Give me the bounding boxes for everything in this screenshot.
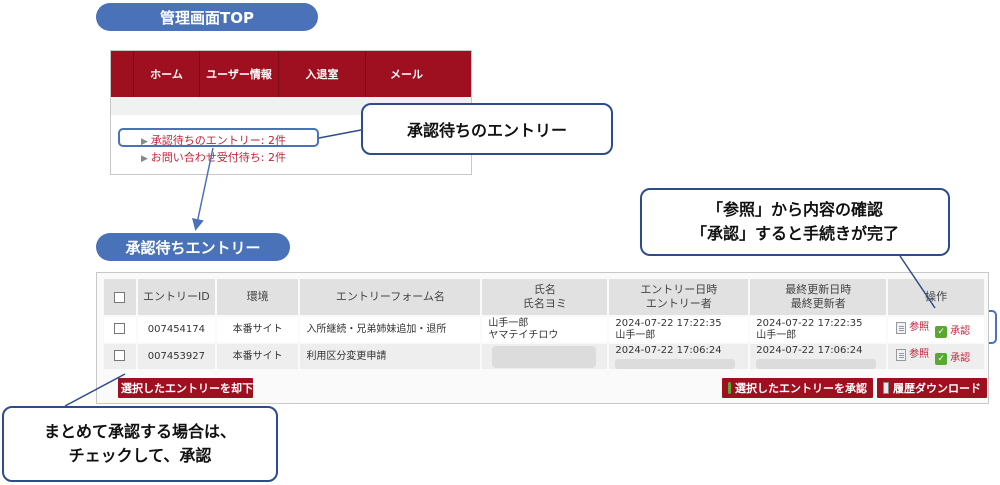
header-name-line2: 氏名ヨミ: [522, 297, 567, 310]
approve-label: 承認: [950, 352, 971, 364]
nav-mail[interactable]: メール: [390, 68, 423, 81]
redacted-updated-by: [756, 358, 877, 369]
callout-bulk-approve: まとめて承認する場合は、 チェックして、承認: [2, 406, 278, 482]
redacted-name: [492, 345, 597, 368]
cell-operations: 参照 ✓承認: [886, 342, 986, 371]
header-entry-line2: エントリー者: [645, 297, 712, 310]
nav-edge: [111, 51, 134, 97]
cell-entry-id: 007453927: [135, 342, 217, 371]
cell-updated-at: 2024-07-22 17:06:24: [756, 344, 863, 356]
cell-entry-at: 2024-07-22 17:22:35: [615, 317, 722, 329]
entries-table-panel: エントリーID 環境 エントリーフォーム名 氏名氏名ヨミ エントリー日時エントリ…: [96, 272, 989, 404]
cell-name-kana: ヤマテイチロウ: [488, 329, 559, 341]
callout-bulk-line1: まとめて承認する場合は、: [43, 422, 236, 441]
link-pending-entries[interactable]: 承認待ちのエントリー: 2件: [141, 133, 286, 150]
row-checkbox[interactable]: [114, 350, 126, 362]
admin-nav-bar: ホーム ユーザー情報 入退室 メール: [111, 51, 471, 97]
cell-updated-datetime: 2024-07-22 17:06:24: [748, 342, 889, 371]
callout-view-approve: 「参照」から内容の確認 「承認」すると手続きが完了: [640, 188, 950, 256]
header-entry-line1: エントリー日時: [640, 283, 718, 296]
cell-entry-id: 007454174: [135, 315, 217, 344]
cell-entry-at: 2024-07-22 17:06:24: [615, 344, 722, 356]
cell-environment: 本番サイト: [214, 315, 301, 344]
header-environment: 環境: [214, 277, 301, 317]
header-operations: 操作: [886, 277, 986, 317]
cell-entry-datetime: 2024-07-22 17:06:24: [607, 342, 751, 371]
document-icon: [896, 348, 907, 361]
cell-updated-by: 山手一郎: [756, 329, 797, 341]
cell-name: [480, 342, 610, 371]
table-header-row: エントリーID 環境 エントリーフォーム名 氏名氏名ヨミ エントリー日時エントリ…: [102, 277, 986, 317]
view-link[interactable]: 参照: [896, 348, 930, 361]
header-entry-id: エントリーID: [135, 277, 217, 317]
cell-updated-at: 2024-07-22 17:22:35: [756, 317, 863, 329]
document-icon: [896, 321, 907, 334]
approve-selected-label: 選択したエントリーを承認: [735, 382, 867, 395]
history-download-button[interactable]: 履歴ダウンロード: [877, 378, 987, 398]
cell-form-name: 利用区分変更申請: [298, 342, 483, 371]
history-download-label: 履歴ダウンロード: [893, 382, 981, 395]
entries-table: エントリーID 環境 エントリーフォーム名 氏名氏名ヨミ エントリー日時エントリ…: [102, 277, 986, 371]
view-label: 参照: [909, 348, 930, 360]
table-row: 007454174 本番サイト 入所継続・兄弟姉妹追加・退所 山手一郎ヤマテイチ…: [102, 315, 986, 344]
approve-selected-button[interactable]: 選択したエントリーを承認: [722, 378, 873, 398]
admin-notice-list: 承認待ちのエントリー: 2件 お問い合わせ受付待ち: 2件: [141, 133, 286, 167]
cell-entry-by: 山手一郎: [615, 329, 656, 341]
cell-name: 山手一郎ヤマテイチロウ: [480, 315, 610, 344]
view-label: 参照: [909, 321, 930, 333]
reject-selected-button[interactable]: 選択したエントリーを却下: [118, 378, 253, 398]
header-entry-datetime: エントリー日時エントリー者: [607, 277, 751, 317]
cell-form-name: 入所継続・兄弟姉妹追加・退所: [298, 315, 483, 344]
download-document-icon: [883, 382, 889, 394]
approve-label: 承認: [950, 325, 971, 337]
cell-name-text: 山手一郎: [488, 317, 529, 329]
header-select-all[interactable]: [102, 277, 138, 317]
highlight-pending-link: [118, 128, 319, 147]
header-updated-line2: 最終更新者: [790, 297, 846, 310]
section-title-pending-entries: 承認待ちエントリー: [96, 233, 290, 261]
approve-link[interactable]: ✓承認: [935, 325, 971, 338]
nav-user-info[interactable]: ユーザー情報: [200, 51, 279, 97]
cell-select[interactable]: [102, 315, 138, 344]
redacted-entry-by: [615, 358, 736, 369]
callout-view-line1: 「参照」から内容の確認: [706, 200, 883, 219]
nav-home[interactable]: ホーム: [134, 51, 200, 97]
header-name-line1: 氏名: [533, 283, 556, 296]
table-row: 007453927 本番サイト 利用区分変更申請 2024-07-22 17:0…: [102, 342, 986, 371]
header-form-name: エントリーフォーム名: [298, 277, 483, 317]
callout-view-line2: 「承認」すると手続きが完了: [690, 224, 899, 243]
header-updated-datetime: 最終更新日時最終更新者: [748, 277, 889, 317]
nav-entry-exit[interactable]: 入退室: [279, 51, 366, 97]
checkbox-select-all[interactable]: [114, 291, 126, 303]
thumbs-up-icon: ✓: [935, 352, 948, 365]
link-pending-inquiries[interactable]: お問い合わせ受付待ち: 2件: [141, 150, 286, 167]
view-link[interactable]: 参照: [896, 321, 930, 334]
thumbs-up-icon: ✓: [935, 325, 948, 338]
header-updated-line1: 最終更新日時: [785, 283, 852, 296]
callout-pending-entries: 承認待ちのエントリー: [361, 103, 613, 155]
callout-bulk-line2: チェックして、承認: [68, 446, 212, 465]
approve-link[interactable]: ✓承認: [935, 352, 971, 365]
cell-environment: 本番サイト: [214, 342, 301, 371]
header-name: 氏名氏名ヨミ: [480, 277, 610, 317]
section-title-admin-top: 管理画面TOP: [96, 3, 318, 31]
row-checkbox[interactable]: [114, 323, 126, 335]
cell-operations: 参照 ✓承認: [886, 315, 986, 344]
thumbs-up-icon: [728, 382, 731, 394]
cell-select[interactable]: [102, 342, 138, 371]
